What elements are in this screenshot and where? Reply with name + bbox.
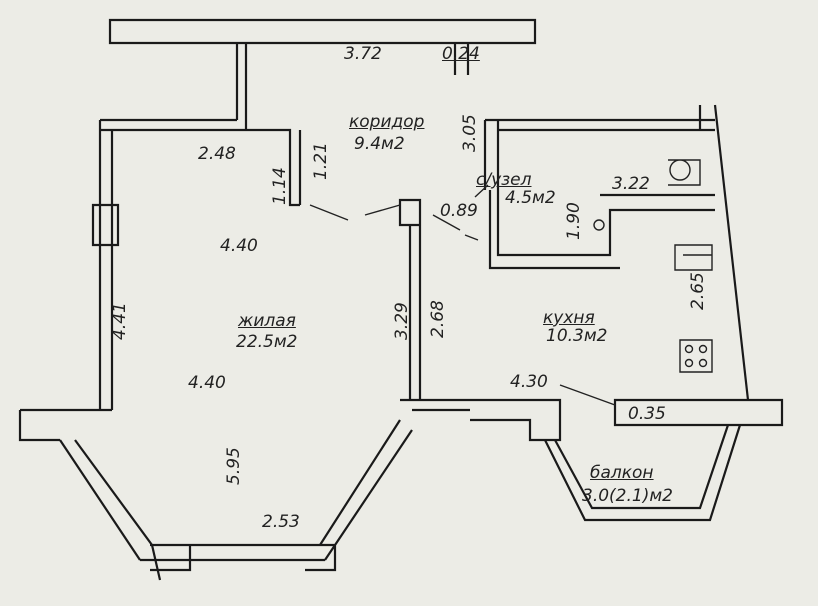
dim-wall-thickness: 0.35 bbox=[628, 404, 666, 424]
dim-living-width-bottom: 4.40 bbox=[188, 373, 226, 393]
room-name-living: жилая bbox=[238, 311, 296, 331]
dim-living-top: 2.48 bbox=[198, 144, 236, 164]
fixture bbox=[674, 244, 713, 271]
room-area-corridor: 9.4м2 bbox=[354, 134, 405, 154]
room-name-corridor: коридор bbox=[349, 112, 425, 132]
dim-niche: 0.24 bbox=[442, 44, 480, 64]
dim-kitchen-width: 4.30 bbox=[510, 372, 548, 392]
wall-bottom bbox=[18, 398, 784, 442]
wall-corridor bbox=[100, 118, 302, 207]
wall-living-right bbox=[398, 198, 422, 400]
dim-bay-window: 2.53 bbox=[262, 512, 300, 532]
dim-living-left: 4.41 bbox=[110, 302, 130, 340]
dim-living-width-top: 4.40 bbox=[220, 236, 258, 256]
wall-top bbox=[108, 18, 537, 120]
dim-door-right: 1.21 bbox=[311, 142, 331, 180]
room-name-bathroom: с/узел bbox=[476, 170, 532, 190]
wall-right bbox=[698, 104, 750, 401]
sink bbox=[593, 219, 605, 231]
toilet bbox=[668, 159, 701, 186]
dim-kitchen-left: 2.68 bbox=[428, 300, 448, 338]
room-area-kitchen: 10.3м2 bbox=[546, 326, 608, 346]
dim-bath-width: 3.22 bbox=[612, 174, 650, 194]
bay-window bbox=[59, 419, 413, 581]
room-area-balcony: 3.0(2.1)м2 bbox=[582, 486, 673, 506]
dim-living-right: 3.29 bbox=[392, 302, 412, 340]
balcony bbox=[544, 424, 742, 522]
room-name-kitchen: кухня bbox=[543, 308, 595, 328]
dim-bath-depth: 1.90 bbox=[564, 202, 584, 240]
wall-living-left bbox=[91, 120, 120, 410]
dim-bath-door: 0.89 bbox=[440, 201, 478, 221]
dim-top-wall: 3.72 bbox=[344, 44, 382, 64]
dim-kitchen-right: 2.65 bbox=[688, 272, 708, 310]
dim-corridor-height: 3.05 bbox=[460, 114, 480, 152]
door-lines bbox=[309, 184, 616, 406]
room-area-bathroom: 4.5м2 bbox=[505, 188, 556, 208]
room-area-living: 22.5м2 bbox=[236, 332, 298, 352]
wall-bathroom bbox=[483, 118, 715, 270]
room-name-balcony: балкон bbox=[590, 463, 654, 483]
dim-living-depth: 5.95 bbox=[224, 447, 244, 485]
dim-door-left: 1.14 bbox=[270, 167, 290, 205]
stove bbox=[679, 339, 713, 373]
